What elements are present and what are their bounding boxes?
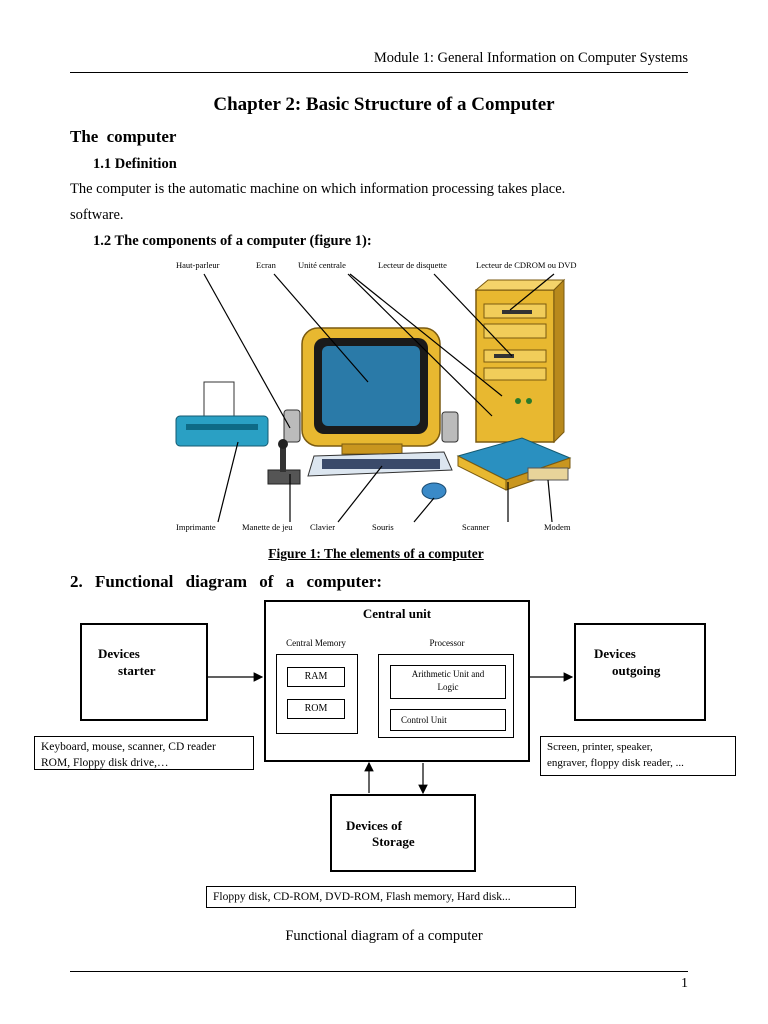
input-devices-box	[80, 623, 208, 721]
central-memory-label: Central Memory	[286, 638, 346, 648]
diagram-caption: Functional diagram of a computer	[285, 928, 483, 944]
page-number: 1	[681, 976, 688, 991]
label-lecteur-disquette: Lecteur de disquette	[378, 260, 447, 270]
storage-devices-line2: Storage	[372, 834, 415, 849]
joystick-icon	[267, 439, 301, 485]
computer-illustration	[175, 273, 572, 523]
components-heading: 1.2 The components of a computer (figure…	[93, 233, 372, 249]
processor-label: Processor	[429, 638, 465, 648]
section-title: The computer	[70, 127, 177, 146]
tower-icon	[474, 278, 566, 444]
left-speaker-icon	[283, 409, 301, 443]
label-scanner: Scanner	[462, 522, 490, 532]
footer-rule	[70, 971, 688, 972]
running-header: Module 1: General Information on Compute…	[373, 50, 688, 66]
output-devices-box	[574, 623, 706, 721]
label-lecteur-cdrom: Lecteur de CDROM ou DVD	[476, 260, 577, 270]
output-examples: Screen, printer, speaker, engraver, flop…	[540, 736, 736, 776]
modem-icon	[527, 467, 569, 481]
keyboard-icon	[307, 451, 453, 477]
mouse-icon	[421, 482, 447, 500]
functional-heading: 2. Functional diagram of a computer:	[70, 572, 382, 591]
functional-diagram: Central unit Central Memory Processor RA…	[0, 590, 768, 920]
definition-text: The computer is the automatic machine on…	[70, 181, 566, 197]
central-unit-title: Central unit	[362, 606, 432, 621]
central-memory-box	[276, 654, 358, 734]
computer-components-figure: Haut-parleur Ecran Unité centrale Lecteu…	[172, 258, 592, 540]
storage-examples: Floppy disk, CD-ROM, DVD-ROM, Flash memo…	[206, 886, 576, 908]
label-clavier: Clavier	[310, 522, 336, 532]
monitor-icon	[301, 327, 441, 455]
label-imprimante: Imprimante	[176, 522, 216, 532]
label-modem: Modem	[544, 522, 571, 532]
scanner-icon	[456, 437, 572, 491]
input-devices-line1: Devices	[98, 646, 140, 661]
label-souris: Souris	[372, 522, 394, 532]
storage-devices-line1: Devices of	[346, 818, 402, 833]
label-ecran: Ecran	[256, 260, 276, 270]
chapter-title: Chapter 2: Basic Structure of a Computer	[213, 94, 555, 115]
output-devices-line2: outgoing	[612, 663, 661, 678]
rom-box: ROM	[287, 699, 345, 719]
right-speaker-icon	[441, 411, 459, 443]
definition-text-2: software.	[70, 207, 124, 223]
ram-box: RAM	[287, 667, 345, 687]
printer-icon	[175, 381, 269, 447]
figure-caption: Figure 1: The elements of a computer	[268, 546, 484, 561]
input-examples: Keyboard, mouse, scanner, CD reader ROM,…	[34, 736, 254, 770]
label-manette: Manette de jeu	[242, 522, 293, 532]
label-unite-centrale: Unité centrale	[298, 260, 346, 270]
output-devices-line1: Devices	[594, 646, 636, 661]
definition-heading: 1.1 Definition	[93, 156, 177, 172]
input-devices-line2: starter	[118, 663, 156, 678]
header-rule	[70, 72, 688, 73]
storage-devices-box	[330, 794, 476, 872]
control-unit-box: Control Unit	[390, 709, 506, 731]
alu-box	[390, 665, 506, 699]
alu-label-line2: Logic	[437, 682, 459, 692]
label-haut-parleur: Haut-parleur	[176, 260, 220, 270]
alu-label-line1: Arithmetic Unit and	[411, 669, 485, 679]
leader-lines	[203, 273, 555, 523]
